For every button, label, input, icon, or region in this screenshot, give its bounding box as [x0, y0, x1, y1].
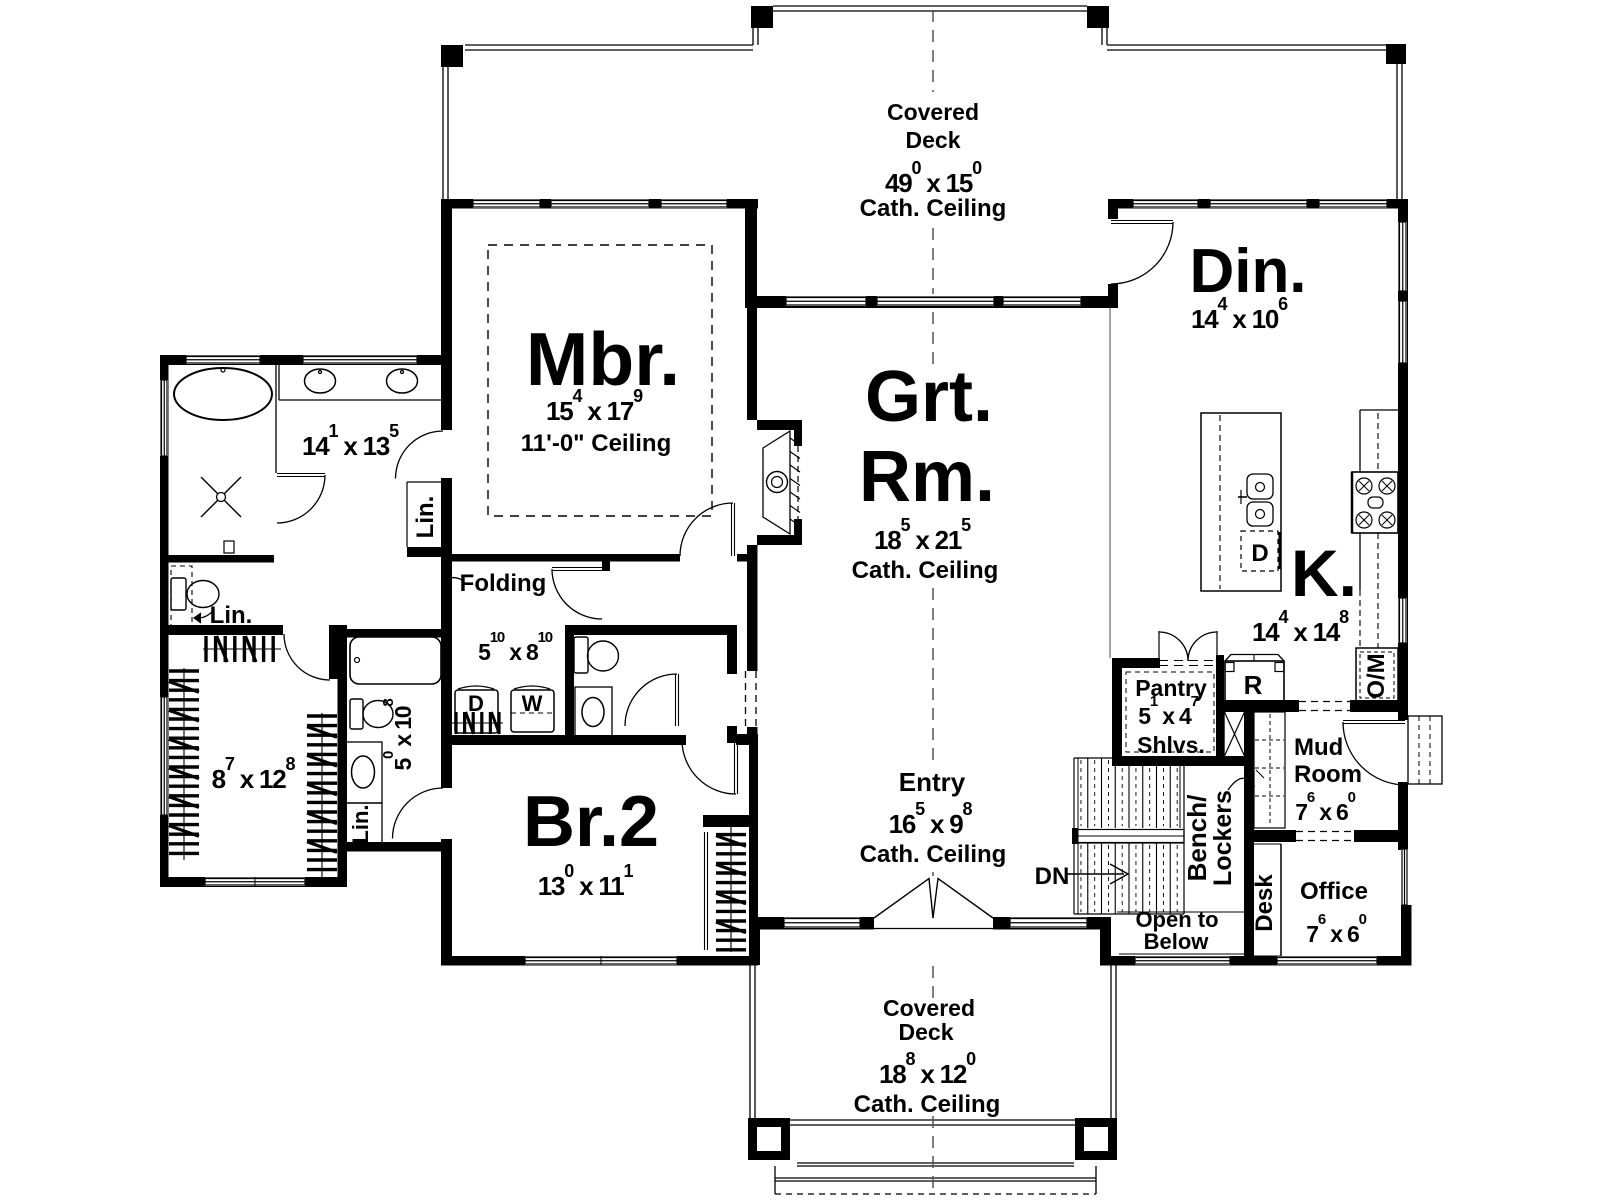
svg-text:Br.2: Br.2	[523, 782, 659, 862]
svg-text:Cath. Ceiling: Cath. Ceiling	[860, 195, 1007, 222]
svg-text:Deck: Deck	[906, 127, 961, 153]
svg-text:K.: K.	[1291, 536, 1357, 610]
svg-text:Rm.: Rm.	[859, 437, 995, 517]
svg-text:Covered: Covered	[883, 995, 975, 1021]
svg-text:Shlvs.: Shlvs.	[1137, 732, 1205, 758]
svg-text:Din.: Din.	[1189, 237, 1306, 306]
svg-text:R: R	[1244, 670, 1263, 700]
svg-text:DN: DN	[1035, 863, 1070, 890]
svg-text:O/M: O/M	[1363, 653, 1390, 698]
svg-text:Covered: Covered	[887, 99, 979, 125]
svg-text:Bench/: Bench/	[1182, 795, 1212, 882]
svg-text:Entry: Entry	[899, 767, 966, 797]
svg-text:Lin.: Lin.	[348, 804, 373, 843]
svg-text:Folding: Folding	[460, 570, 547, 597]
svg-text:Mbr.: Mbr.	[526, 317, 680, 401]
svg-text:Open to: Open to	[1135, 907, 1218, 932]
svg-text:Office: Office	[1300, 878, 1368, 905]
svg-text:154 x 179: 154 x 179	[546, 386, 643, 426]
svg-text:Lin.: Lin.	[412, 496, 439, 539]
svg-text:D: D	[468, 691, 484, 716]
svg-text:Room: Room	[1294, 761, 1362, 788]
svg-text:D: D	[1251, 540, 1268, 567]
svg-text:Cath. Ceiling: Cath. Ceiling	[852, 557, 999, 584]
svg-text:Below: Below	[1144, 929, 1210, 954]
svg-text:Grt.: Grt.	[865, 357, 993, 437]
svg-text:Deck: Deck	[899, 1019, 954, 1045]
svg-text:Desk: Desk	[1251, 874, 1278, 932]
svg-text:Lockers: Lockers	[1209, 790, 1237, 886]
svg-text:Cath. Ceiling: Cath. Ceiling	[860, 841, 1007, 868]
svg-text:144 x 106: 144 x 106	[1191, 294, 1288, 334]
svg-text:Cath. Ceiling: Cath. Ceiling	[854, 1091, 1001, 1118]
svg-text:Mud: Mud	[1294, 734, 1343, 761]
svg-text:Pantry: Pantry	[1135, 675, 1207, 701]
svg-text:Lin.: Lin.	[210, 602, 253, 629]
svg-text:W: W	[522, 691, 543, 716]
svg-text:11'-0" Ceiling: 11'-0" Ceiling	[521, 430, 671, 457]
